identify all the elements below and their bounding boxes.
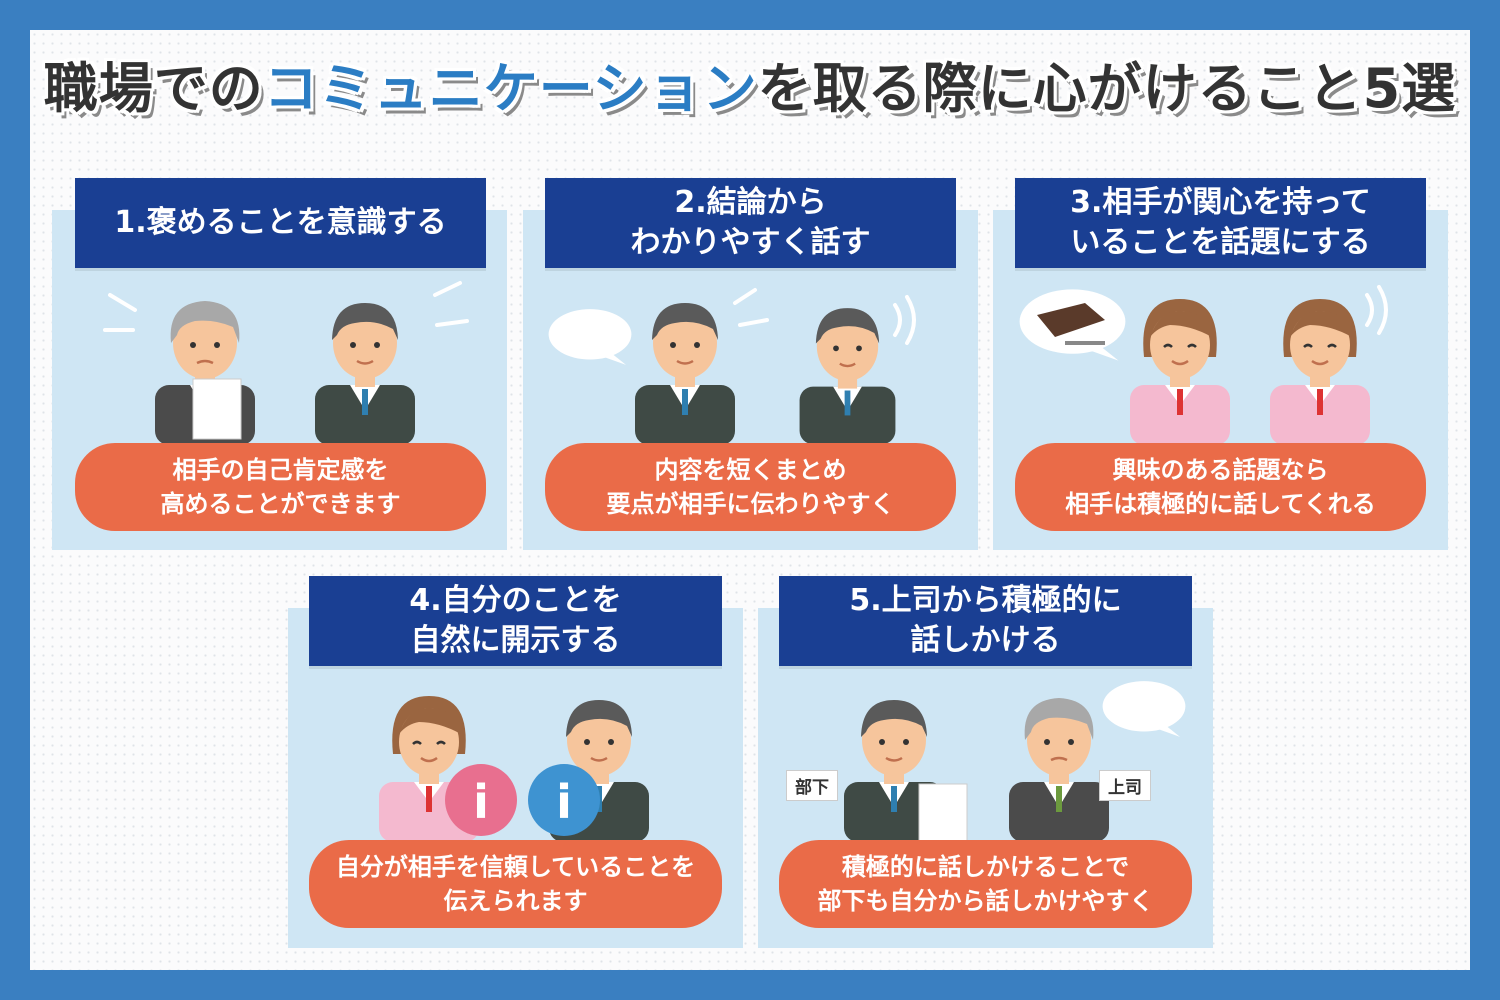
- speech-bubble-icon: [1102, 681, 1186, 737]
- title-part-3: を取る際に心がけること5選: [757, 57, 1457, 120]
- info-blue-icon: i: [528, 764, 600, 836]
- header-line: 自然に開示する: [410, 623, 621, 658]
- description-line: 高めることができます: [160, 490, 401, 518]
- tip-card-5-illustration: [842, 681, 1186, 842]
- boss-label: 上司: [1099, 770, 1151, 801]
- speaking-lines-icon: [1365, 285, 1388, 335]
- header-line: 話しかける: [910, 623, 1061, 658]
- tip-card-1-description: 相手の自己肯定感を 高めることができます: [75, 443, 486, 531]
- tip-card-4-header: 4.自分のことを 自然に開示する: [309, 576, 722, 666]
- description-line: 伝えられます: [443, 887, 588, 915]
- speaking-lines-icon: [733, 288, 916, 345]
- document-icon: [918, 783, 968, 842]
- cake-icon: [1037, 303, 1105, 345]
- tip-card-5-description: 積極的に話しかけることで 部下も自分から話しかけやすく: [779, 840, 1192, 928]
- svg-text:i: i: [473, 775, 489, 829]
- header-line: 2.結論から: [674, 185, 827, 220]
- tip-card-1-illustration: [103, 281, 469, 445]
- description-line: 自分が相手を信頼していることを: [335, 853, 696, 881]
- description-line: 積極的に話しかけることで: [841, 853, 1130, 881]
- header-line: わかりやすく話す: [630, 225, 871, 260]
- header-line: 5.上司から積極的に: [849, 583, 1122, 618]
- tip-card-4-illustration: i i: [377, 694, 651, 842]
- header-line: 4.自分のことを: [409, 583, 622, 618]
- description-line: 興味のある話題なら: [1112, 456, 1329, 484]
- title-part-accent: コミュニケーション: [263, 57, 758, 120]
- document-icon: [192, 378, 242, 440]
- svg-text:i: i: [556, 775, 572, 829]
- tip-card-3-header: 3.相手が関心を持って いることを話題にする: [1015, 178, 1426, 268]
- tip-card-2-illustration: [548, 288, 916, 445]
- header-line: 1.褒めることを意識する: [114, 205, 447, 240]
- tip-card-2-header: 2.結論から わかりやすく話す: [545, 178, 956, 268]
- subordinate-label: 部下: [786, 770, 838, 801]
- tip-card-3-illustration: [1019, 285, 1388, 445]
- tip-card-5-header: 5.上司から積極的に 話しかける: [779, 576, 1192, 666]
- page-title: 職場でのコミュニケーションを取る際に心がけること5選: [0, 44, 1500, 123]
- tip-card-2-description: 内容を短くまとめ 要点が相手に伝わりやすく: [545, 443, 956, 531]
- speech-bubble-icon: [548, 309, 632, 365]
- description-line: 相手の自己肯定感を: [172, 456, 389, 484]
- info-pink-icon: i: [445, 764, 517, 836]
- description-line: 部下も自分から話しかけやすく: [817, 887, 1154, 915]
- description-line: 要点が相手に伝わりやすく: [606, 490, 895, 518]
- description-line: 内容を短くまとめ: [654, 456, 847, 484]
- tip-card-4-description: 自分が相手を信頼していることを 伝えられます: [309, 840, 722, 928]
- tip-card-1-header: 1.褒めることを意識する: [75, 178, 486, 268]
- praise-lines-icon: [103, 281, 469, 332]
- tip-card-3-description: 興味のある話題なら 相手は積極的に話してくれる: [1015, 443, 1426, 531]
- description-line: 相手は積極的に話してくれる: [1065, 490, 1376, 518]
- title-part-1: 職場での: [43, 57, 264, 120]
- header-line: 3.相手が関心を持って: [1070, 185, 1371, 220]
- header-line: いることを話題にする: [1070, 225, 1371, 260]
